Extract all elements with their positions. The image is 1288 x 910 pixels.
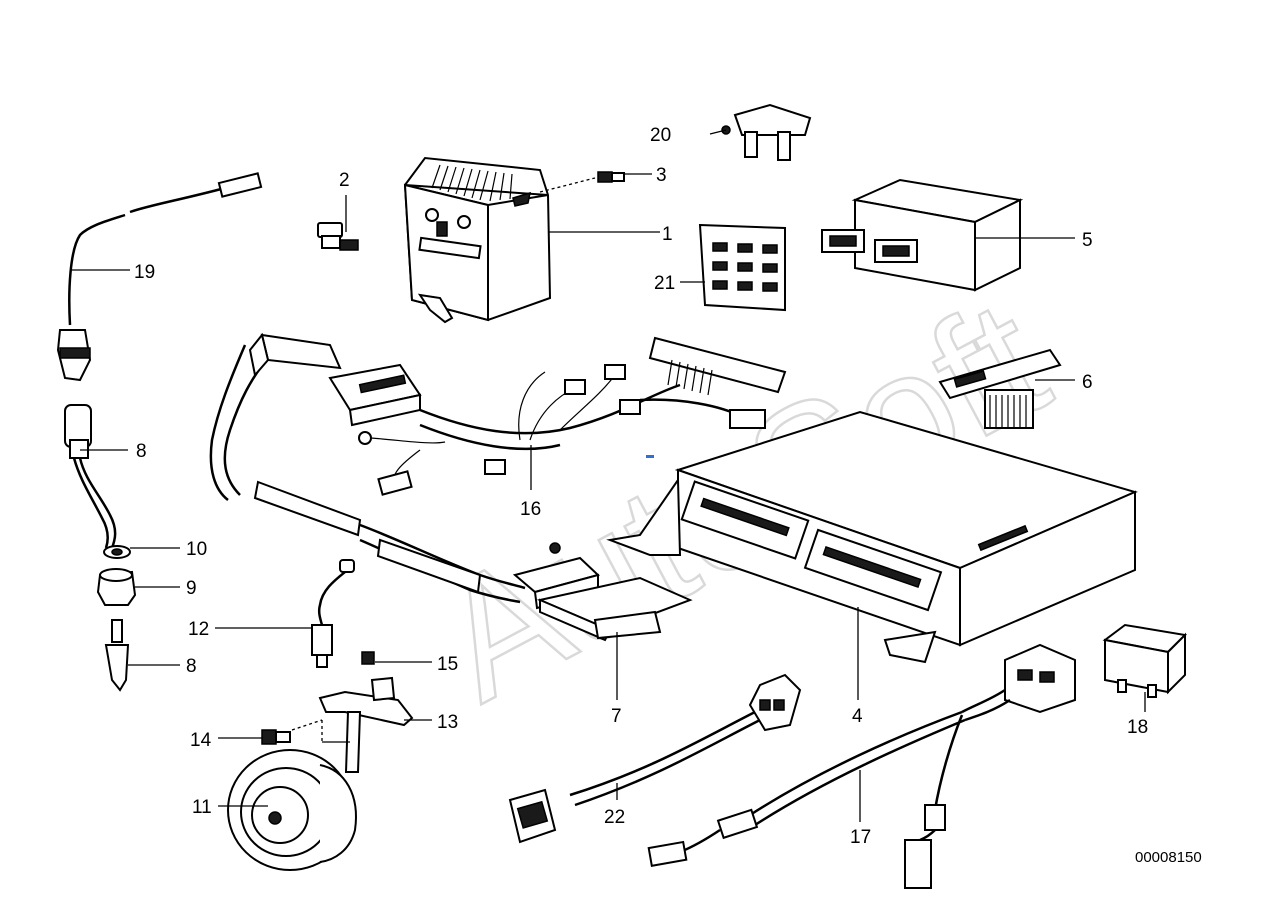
- part-12-sensor-lead: [311, 559, 355, 668]
- part-8-lower-bulb: [104, 619, 130, 692]
- part-5-relay-module: [821, 178, 1024, 292]
- part-4-control-unit: [606, 410, 1138, 664]
- part-18-relay: [1102, 623, 1188, 698]
- part-10-washer: [103, 545, 131, 559]
- callout-12: 12: [188, 619, 209, 640]
- part-20-bracket: [721, 103, 812, 161]
- callout-2: 2: [339, 170, 350, 191]
- callout-8-upper: 8: [136, 441, 147, 462]
- callout-10: 10: [186, 539, 207, 560]
- callout-3: 3: [656, 165, 667, 186]
- callout-13: 13: [437, 712, 458, 733]
- part-7-connector: [593, 610, 662, 640]
- callout-19: 19: [134, 262, 155, 283]
- callout-17: 17: [850, 827, 871, 848]
- callout-21: 21: [654, 273, 675, 294]
- part-21-fuse-carrier: [698, 223, 786, 312]
- part-3-screw: [539, 171, 625, 193]
- callout-18: 18: [1127, 717, 1148, 738]
- part-2-sensor: [317, 222, 359, 251]
- part-17-wiring-lead: [647, 643, 1076, 889]
- callout-14: 14: [190, 730, 212, 751]
- reference-number: 00008150: [1135, 849, 1202, 866]
- callout-1: 1: [662, 224, 673, 245]
- callout-22: 22: [604, 807, 625, 828]
- part-8-upper-connector: [64, 404, 117, 549]
- part-1-control-unit: [403, 156, 552, 324]
- callout-11: 11: [192, 797, 212, 818]
- part-16-wiring-harness: [209, 332, 787, 642]
- callout-8-lower: 8: [186, 656, 197, 677]
- part-9-socket: [96, 568, 137, 606]
- part-15-nut: [361, 651, 375, 665]
- leader-lines: [70, 129, 1146, 822]
- part-19-sensor-cable: [56, 172, 263, 382]
- part-13-bracket: [318, 676, 414, 773]
- callout-5: 5: [1082, 230, 1093, 251]
- part-14-bolt: [261, 719, 323, 745]
- part-22-adapter-lead: [508, 673, 802, 844]
- callout-6: 6: [1082, 372, 1093, 393]
- callout-labels: 1 2 3 20 5 21 6 19 8 16 10 9 12 8 15 13 …: [134, 125, 1202, 866]
- part-11-horn: [227, 749, 357, 871]
- marker: [646, 455, 654, 458]
- callout-20: 20: [650, 125, 671, 146]
- callout-7: 7: [611, 706, 622, 727]
- callout-9: 9: [186, 578, 197, 599]
- callout-15: 15: [437, 654, 458, 675]
- part-6-circuit-board: [938, 348, 1062, 429]
- callout-4: 4: [852, 706, 863, 727]
- callout-16: 16: [520, 499, 541, 520]
